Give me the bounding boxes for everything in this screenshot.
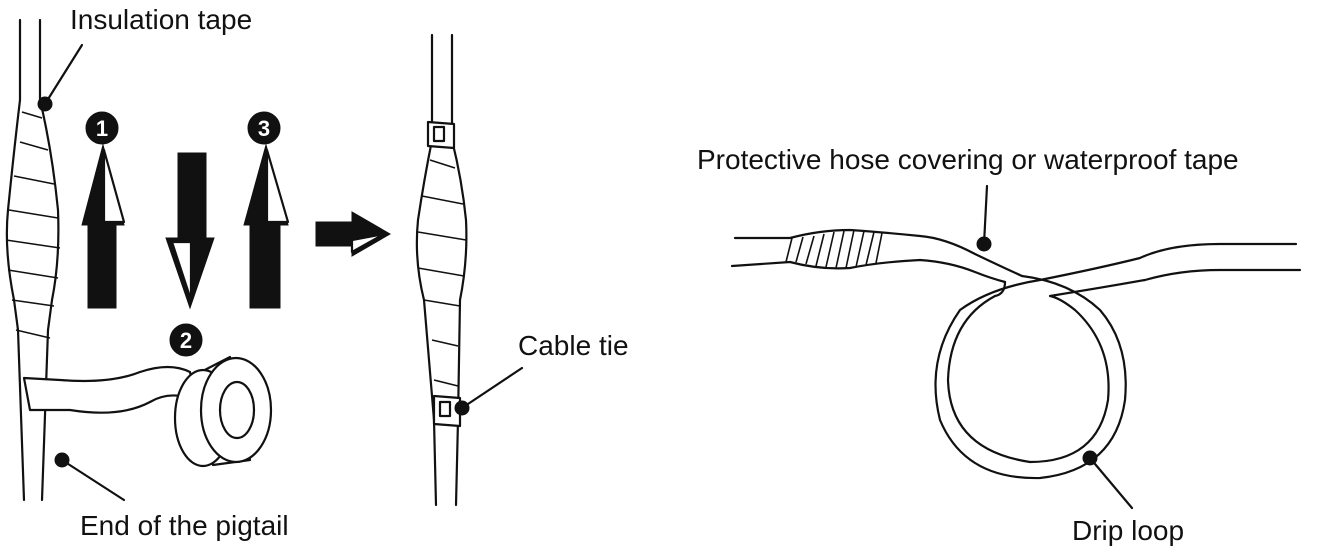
- step-2-down-arrow: 2: [165, 152, 215, 357]
- step-2-number: 2: [180, 328, 192, 353]
- drip-loop-cable: [730, 228, 1302, 480]
- tape-roll: [173, 355, 273, 468]
- tape-strip: [22, 365, 198, 414]
- step-3-up-arrow: 3: [243, 111, 290, 309]
- pigtail-cable-left: [5, 18, 60, 502]
- step-1-up-arrow: 1: [81, 111, 126, 309]
- protective-covering-label: Protective hose covering or waterproof t…: [697, 144, 1239, 175]
- drip-loop-leader: [1082, 450, 1134, 510]
- wrapped-insulation-tape: [5, 111, 61, 339]
- protective-covering-hatching: [785, 229, 883, 269]
- drip-loop-label: Drip loop: [1072, 515, 1185, 546]
- next-step-arrow: [315, 211, 391, 257]
- pigtail-end-leader: [54, 452, 126, 502]
- pigtail-cable-middle: [415, 33, 468, 507]
- cable-tie-leader: [454, 366, 524, 416]
- step-3-number: 3: [258, 116, 270, 141]
- protective-covering-leader: [976, 184, 992, 252]
- insulation-tape-leader: [37, 43, 84, 112]
- insulation-tape-label: Insulation tape: [70, 4, 253, 35]
- cable-tie-bottom: [432, 394, 462, 428]
- step-1-number: 1: [96, 116, 108, 141]
- pigtail-end-label: End of the pigtail: [80, 510, 289, 541]
- cable-tie-top: [426, 120, 456, 150]
- cable-tie-label: Cable tie: [518, 330, 629, 361]
- middle-tape-wraps: [417, 159, 467, 387]
